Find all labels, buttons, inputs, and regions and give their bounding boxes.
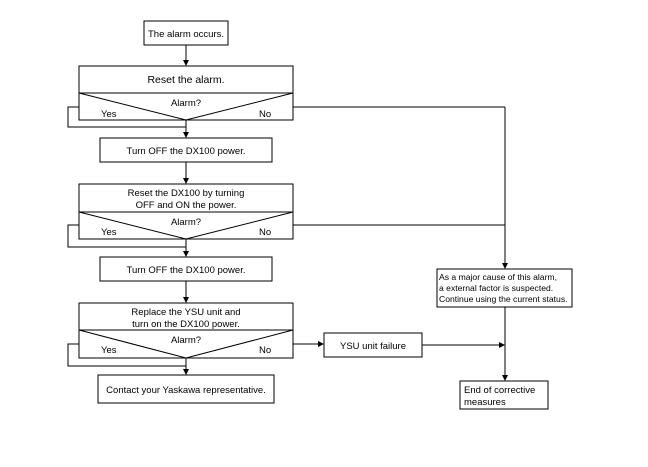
arrow-head (183, 297, 189, 303)
yes-connector (67, 106, 186, 128)
yes-connector (67, 224, 186, 248)
decision-question: Alarm? (171, 98, 201, 109)
power-off-text-1: Turn OFF the DX100 power. (127, 146, 246, 157)
yes-connector (67, 343, 186, 367)
external-factor-text-3: Continue using the current status. (439, 294, 568, 304)
ysu-failure-text: YSU unit failure (340, 341, 406, 352)
power-off-text-2: Turn OFF the DX100 power. (127, 265, 246, 276)
arrow-head (502, 375, 508, 381)
start-box (143, 20, 229, 46)
arrow-head (183, 369, 189, 375)
decision-question: Alarm? (171, 217, 201, 228)
arrow-head (502, 263, 508, 269)
reset-power-text-1: Reset the DX100 by turning (128, 188, 245, 199)
decision-no-label: No (259, 227, 271, 238)
end-box (459, 380, 549, 410)
decision-yes-label: Yes (101, 109, 117, 120)
arrow-head (499, 342, 505, 348)
power-off-box-1 (99, 137, 273, 163)
decision-no-label: No (259, 109, 271, 120)
arrow-head (183, 60, 189, 66)
ysu-failure-box (323, 332, 423, 358)
decision-no-label: No (259, 345, 271, 356)
arrow-head (183, 178, 189, 184)
contact-text: Contact your Yaskawa representative. (106, 385, 266, 396)
arrow-head (183, 132, 189, 138)
external-factor-text-2: a external factor is suspected. (439, 283, 553, 293)
decision-yes-label: Yes (101, 345, 117, 356)
end-text-2: measures (464, 397, 506, 408)
replace-ysu-text-1: Replace the YSU unit and (131, 307, 240, 318)
reset-alarm-text: Reset the alarm. (147, 74, 224, 86)
external-factor-box (436, 268, 573, 308)
reset-power-text-2: OFF and ON the power. (136, 200, 237, 211)
arrow-head (318, 341, 324, 347)
end-text-1: End of corrective (464, 385, 535, 396)
start-text: The alarm occurs. (148, 29, 224, 40)
decision-question: Alarm? (171, 335, 201, 346)
arrow-head (183, 251, 189, 257)
decision-yes-label: Yes (101, 227, 117, 238)
replace-ysu-text-2: turn on the DX100 power. (132, 319, 240, 330)
external-factor-text-1: As a major cause of this alarm, (439, 272, 557, 282)
contact-box (97, 374, 275, 404)
